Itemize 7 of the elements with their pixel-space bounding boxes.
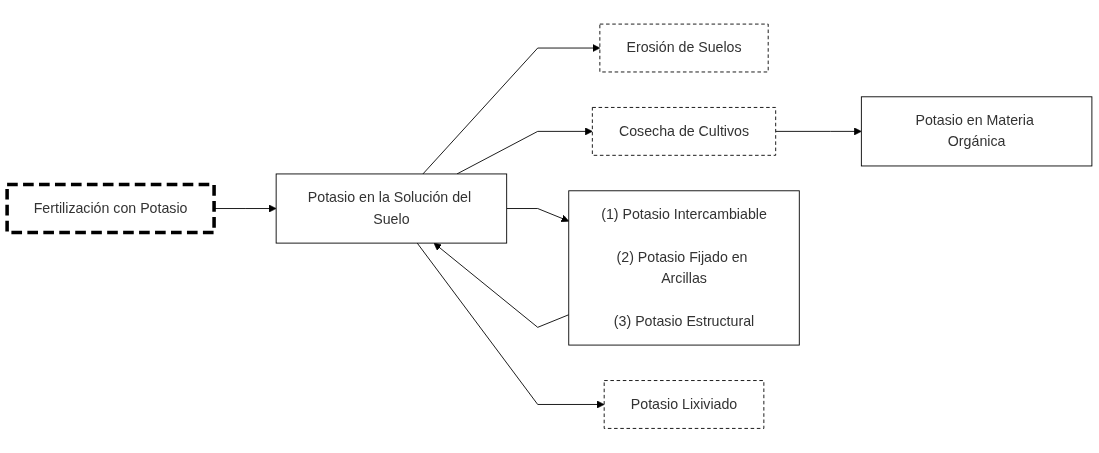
node-box: Potasio Lixiviado — [603, 380, 765, 430]
node-box: (1) Potasio Intercambiable (2) Potasio Fijado en Arcillas (3) Potasio Estructural — [568, 190, 800, 346]
node-box: Fertilización con Potasio — [5, 183, 216, 235]
node-box: Potasio en Materia Orgánica — [860, 96, 1093, 167]
node-box: Cosecha de Cultivos — [591, 107, 777, 156]
node-box: Potasio en la Solución del Suelo — [275, 173, 508, 244]
node-box: Erosión de Suelos — [599, 23, 769, 73]
